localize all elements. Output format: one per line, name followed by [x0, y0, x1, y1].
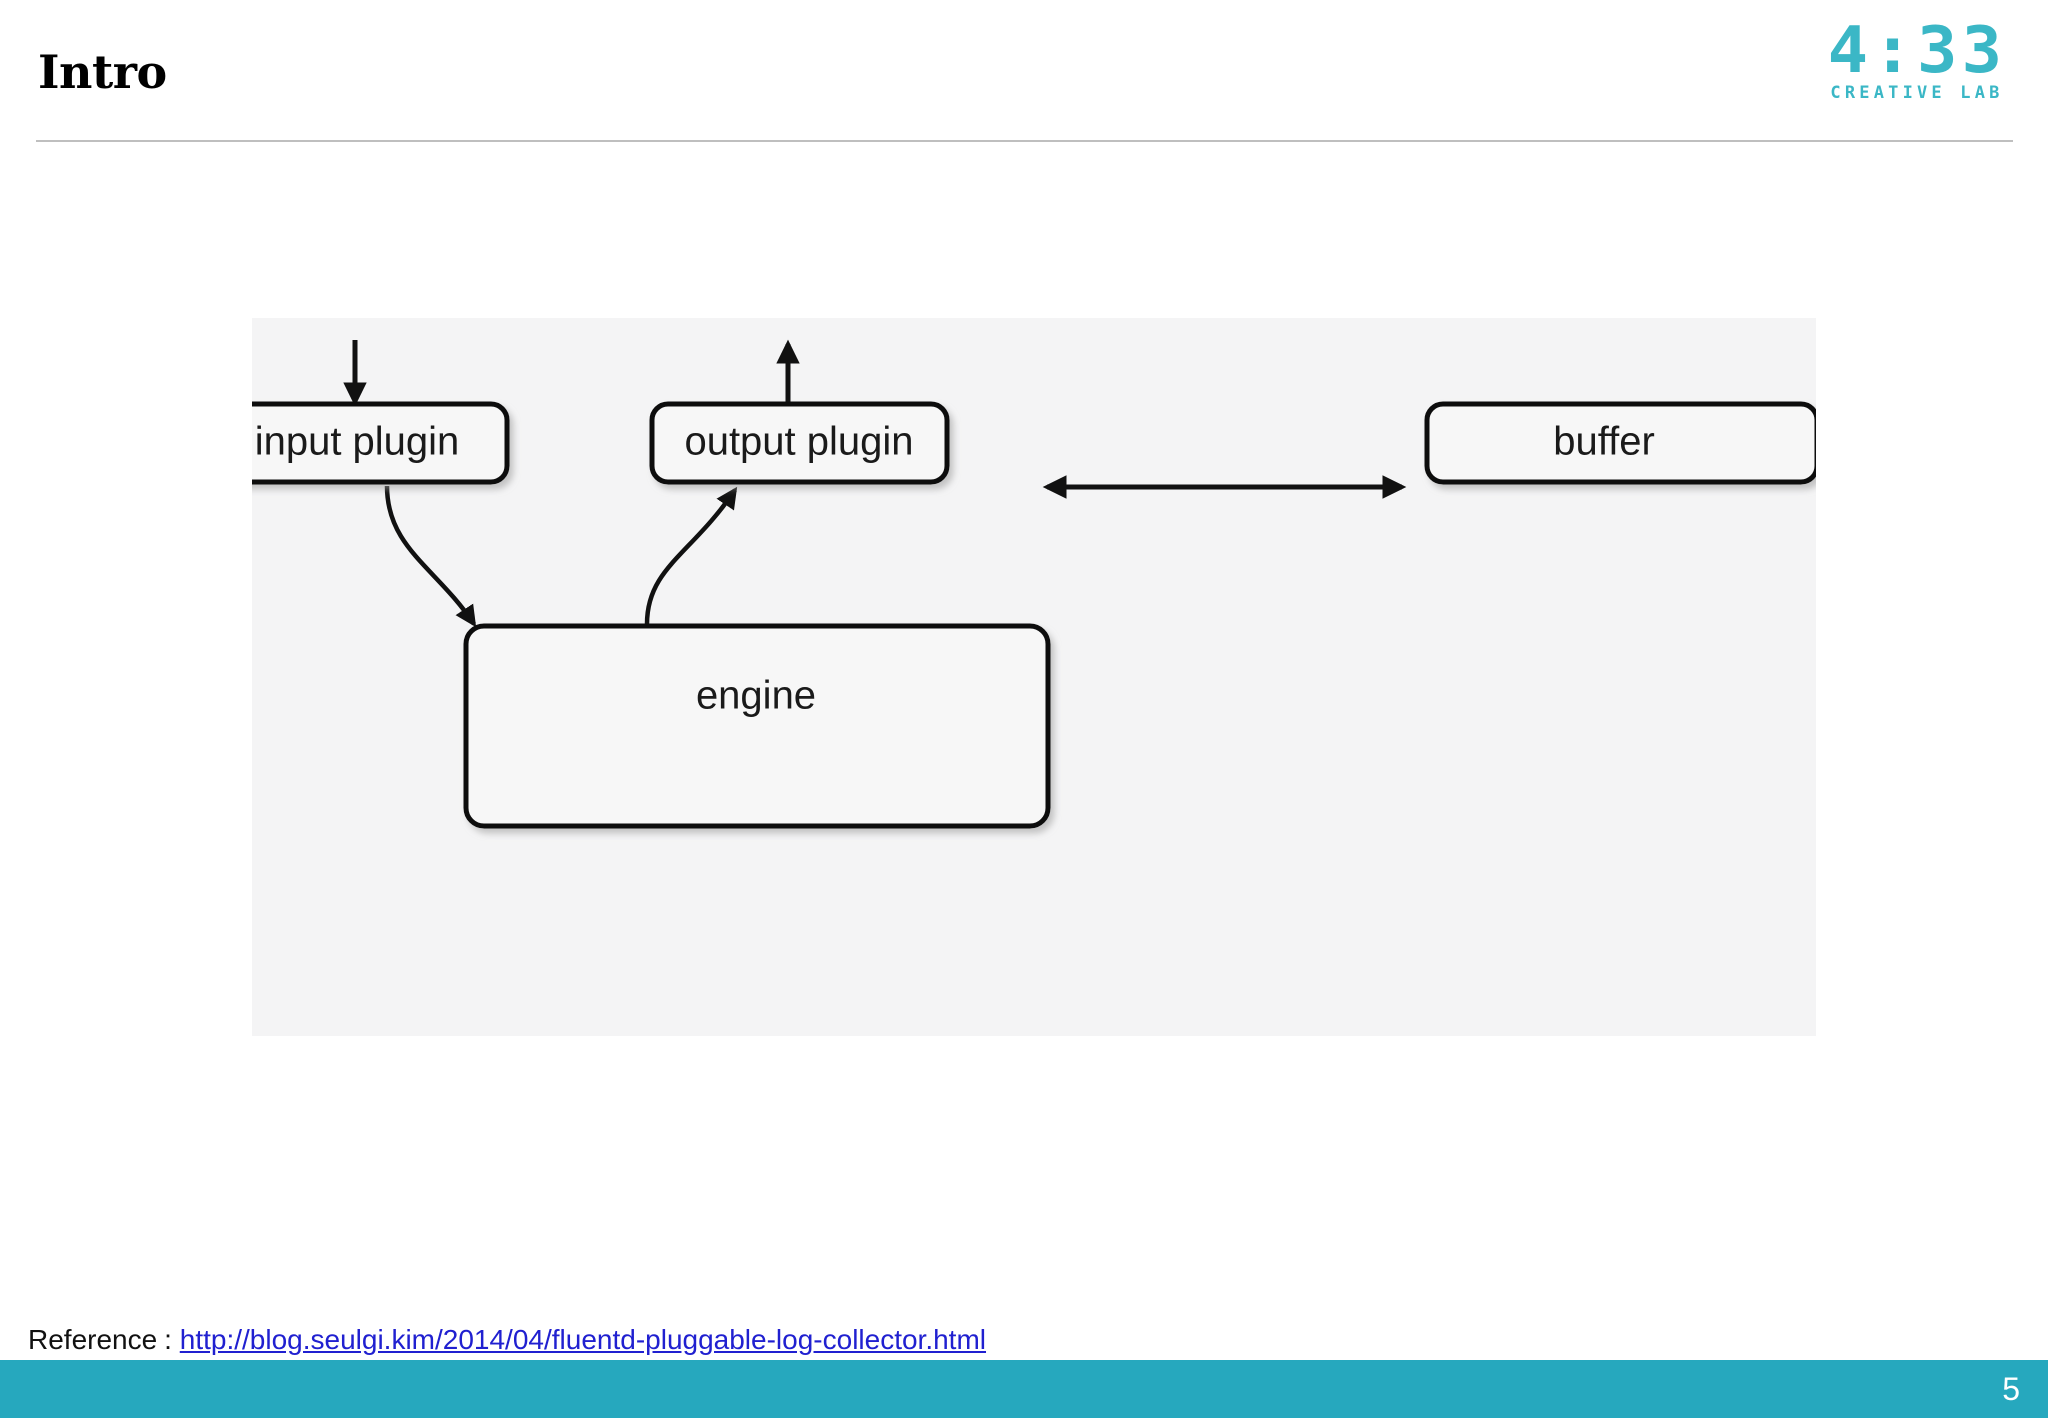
reference-link[interactable]: http://blog.seulgi.kim/2014/04/fluentd-p… [179, 1324, 987, 1355]
logo-time-text: 4:33 [1827, 14, 2007, 88]
node-input-plugin-label: input plugin [255, 420, 460, 464]
node-engine-label: engine [696, 674, 816, 718]
page-title: Intro [38, 45, 167, 99]
reference-label: Reference : [28, 1324, 172, 1355]
node-input-plugin-box [252, 401, 510, 485]
brand-logo: 4:33 CREATIVE LAB [1818, 19, 2016, 112]
node-output-plugin-box [649, 401, 950, 485]
node-engine-box [463, 623, 1051, 829]
page-number: 5 [2002, 1371, 2020, 1407]
reference-line: Reference : http://blog.seulgi.kim/2014/… [28, 1324, 986, 1356]
logo-subtitle-text: CREATIVE LAB [1830, 83, 2004, 103]
node-buffer-label: buffer [1553, 420, 1655, 464]
node-buffer[interactable]: buffer [1424, 401, 1816, 485]
architecture-diagram: input plugin output plugin buffer engine [252, 318, 1816, 1036]
node-input-plugin[interactable]: input plugin [252, 401, 510, 485]
footer-bar: 5 [0, 1360, 2048, 1418]
node-output-plugin[interactable]: output plugin [649, 401, 950, 485]
node-engine[interactable]: engine [463, 623, 1051, 829]
node-buffer-box [1424, 401, 1816, 485]
edge-input-to-engine [384, 485, 477, 628]
edge-engine-to-output [644, 486, 738, 625]
diagram-canvas: input plugin output plugin buffer engine [252, 339, 1816, 829]
header-divider [36, 140, 2013, 142]
node-output-plugin-label: output plugin [684, 420, 913, 464]
